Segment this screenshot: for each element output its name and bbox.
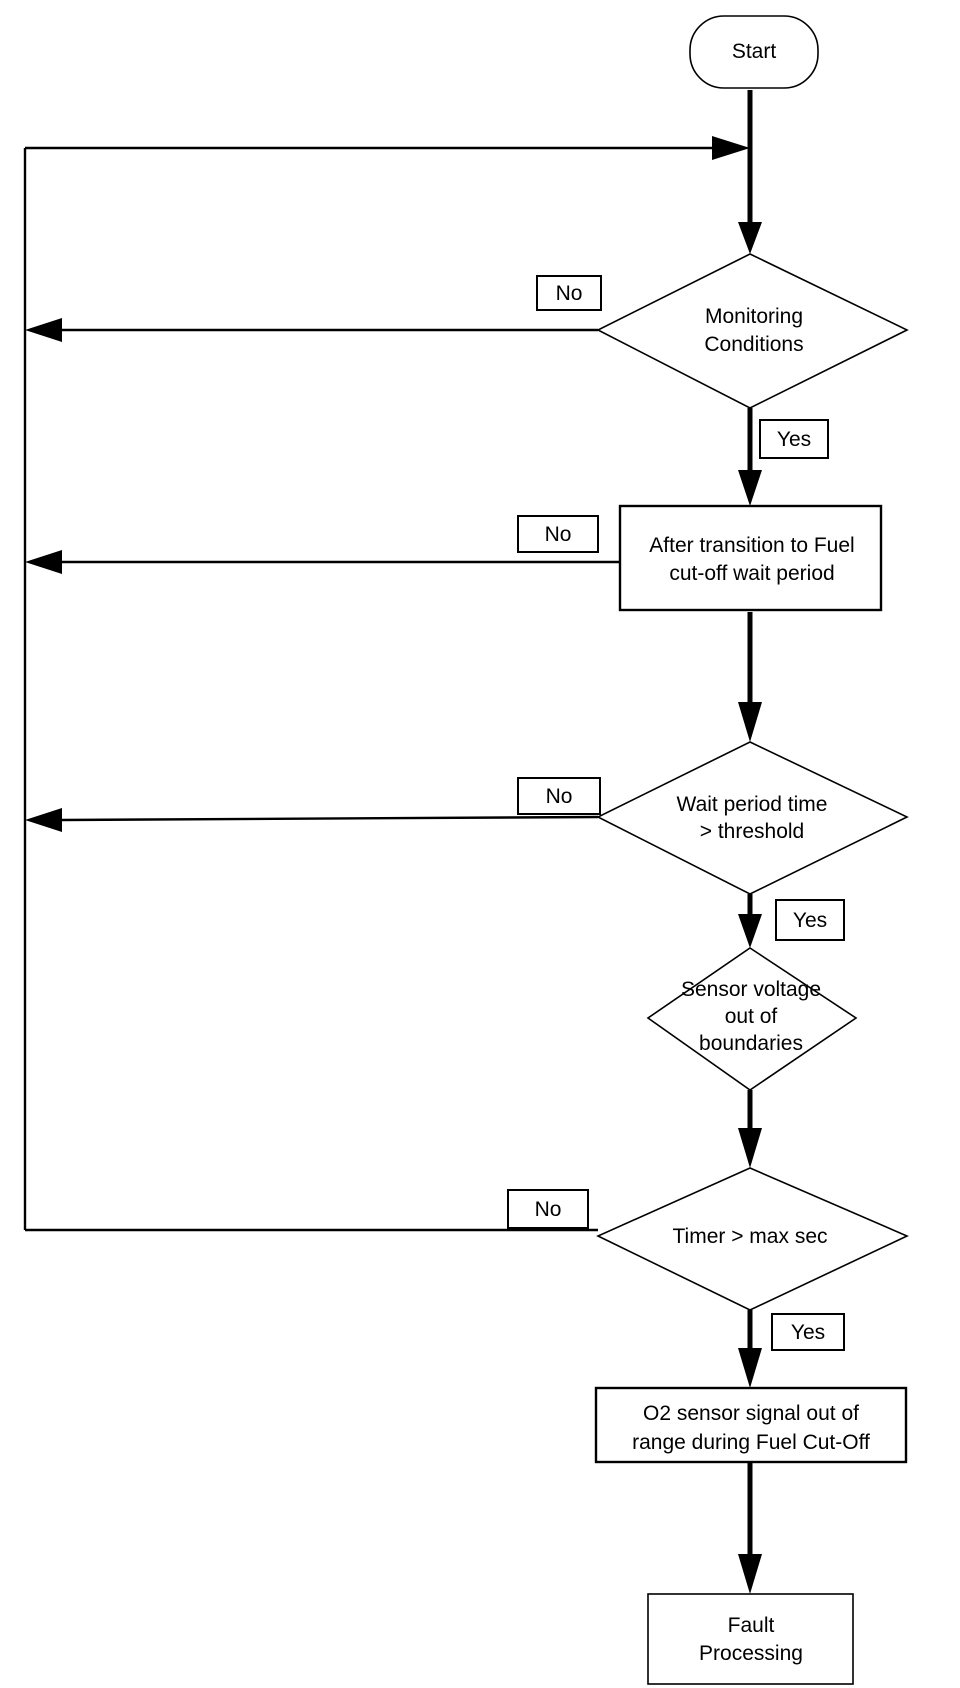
start-label: Start bbox=[732, 40, 777, 63]
timer-node: Timer > max sec bbox=[596, 1167, 909, 1311]
o2-signal-node: O2 sensor signal out of range during Fue… bbox=[594, 1386, 908, 1464]
no-tag-box bbox=[517, 515, 599, 553]
no-tag-after-transition: No bbox=[517, 515, 599, 553]
yes-tag-box bbox=[775, 899, 845, 941]
fault-processing-label-2: Processing bbox=[699, 1642, 803, 1665]
fault-processing-node: Fault Processing bbox=[647, 1593, 854, 1685]
arrowhead-no-wait-period bbox=[25, 808, 62, 832]
yes-tag-label: Yes bbox=[791, 1321, 825, 1344]
yes-tag-wait-period: Yes bbox=[775, 899, 845, 941]
no-tag-box bbox=[536, 275, 602, 311]
monitoring-conditions-label-2: Conditions bbox=[704, 333, 803, 356]
after-transition-node: After transition to Fuel cut-off wait pe… bbox=[618, 504, 883, 612]
feedback-loop bbox=[23, 136, 750, 1232]
sensor-voltage-label-2: out of bbox=[725, 1005, 778, 1028]
o2-signal-box bbox=[594, 1386, 908, 1464]
wait-period-diamond bbox=[596, 741, 909, 895]
monitoring-conditions-label-1: Monitoring bbox=[705, 305, 803, 328]
fault-processing-label-1: Fault bbox=[728, 1614, 775, 1637]
arrowhead-to-o2-signal bbox=[738, 1348, 762, 1388]
timer-label: Timer > max sec bbox=[673, 1225, 828, 1248]
o2-signal-label-2: range during Fuel Cut-Off bbox=[632, 1431, 870, 1454]
start-node: Start bbox=[689, 15, 819, 89]
no-tag-label: No bbox=[546, 785, 573, 808]
arrowhead-to-wait-period bbox=[738, 702, 762, 742]
monitoring-conditions-node: Monitoring Conditions bbox=[596, 253, 909, 409]
no-tag-monitoring: No bbox=[536, 275, 602, 311]
sensor-voltage-label-3: boundaries bbox=[699, 1032, 803, 1055]
no-tag-timer: No bbox=[507, 1189, 589, 1229]
arrowhead-to-fault-processing bbox=[738, 1554, 762, 1594]
timer-diamond bbox=[596, 1167, 909, 1311]
fault-processing-box bbox=[647, 1593, 854, 1685]
after-transition-label-1: After transition to Fuel bbox=[649, 534, 854, 557]
sensor-voltage-node: Sensor voltage out of boundaries bbox=[646, 947, 858, 1091]
yes-tag-box bbox=[759, 419, 829, 459]
no-tag-wait-period: No bbox=[517, 777, 601, 815]
arrowhead-to-after-transition bbox=[738, 470, 762, 506]
arrowhead-to-sensor-voltage bbox=[738, 914, 762, 948]
after-transition-label-2: cut-off wait period bbox=[669, 562, 834, 585]
wait-period-label-1: Wait period time bbox=[677, 793, 828, 816]
no-line-wait-period bbox=[61, 815, 599, 822]
yes-tag-label: Yes bbox=[777, 428, 811, 451]
no-tag-label: No bbox=[545, 523, 572, 546]
wait-period-label-2: > threshold bbox=[700, 820, 805, 843]
yes-tag-monitoring: Yes bbox=[759, 419, 829, 459]
arrowhead-to-monitoring bbox=[738, 222, 762, 254]
monitoring-conditions-diamond bbox=[596, 253, 909, 409]
no-tag-label: No bbox=[556, 282, 583, 305]
sensor-voltage-diamond bbox=[646, 947, 858, 1091]
arrowhead-no-monitoring bbox=[25, 318, 62, 342]
arrowhead-no-after-transition bbox=[25, 550, 62, 574]
yes-tag-timer: Yes bbox=[771, 1313, 845, 1351]
no-tag-box bbox=[517, 777, 601, 815]
after-transition-box bbox=[618, 504, 883, 612]
sensor-voltage-label-1: Sensor voltage bbox=[681, 978, 821, 1001]
start-terminator bbox=[689, 15, 819, 89]
yes-tag-label: Yes bbox=[793, 909, 827, 932]
o2-signal-label-1: O2 sensor signal out of bbox=[643, 1402, 859, 1425]
arrowhead-to-timer bbox=[738, 1128, 762, 1168]
wait-period-node: Wait period time > threshold bbox=[596, 741, 909, 895]
main-flow-connectors bbox=[738, 90, 762, 1594]
arrowhead-loop-return bbox=[712, 136, 750, 160]
yes-tag-box bbox=[771, 1313, 845, 1351]
no-tag-label: No bbox=[535, 1198, 562, 1221]
no-tag-box bbox=[507, 1189, 589, 1229]
